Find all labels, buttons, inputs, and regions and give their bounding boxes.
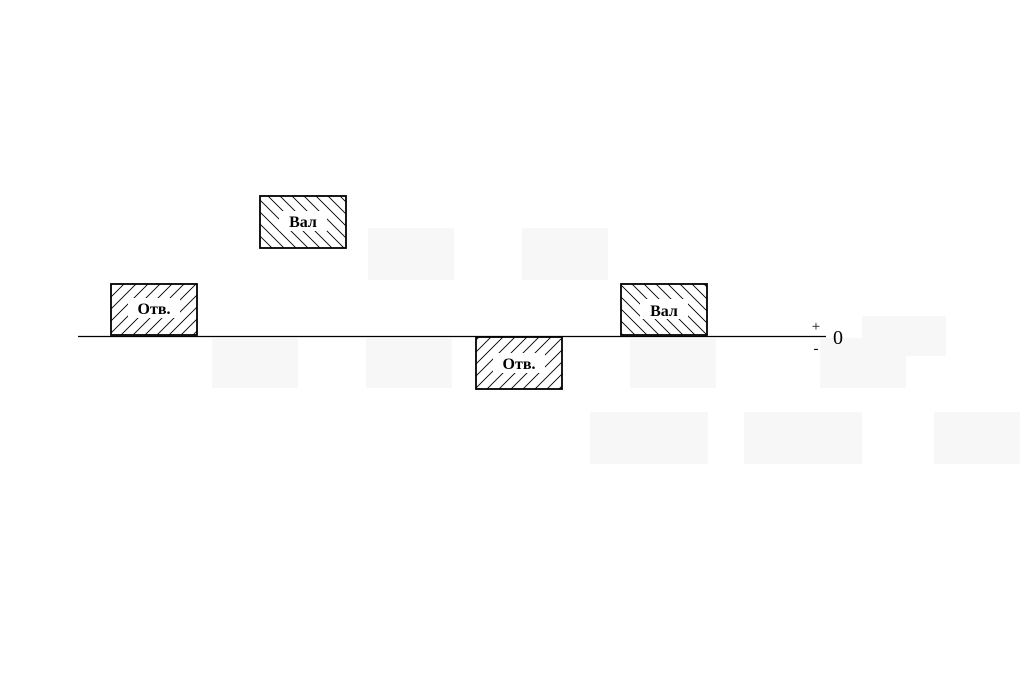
minus-sign: - bbox=[814, 341, 819, 357]
shaft-tolerance-field-2: Вал bbox=[620, 283, 708, 336]
zero-label: 0 bbox=[833, 327, 843, 349]
background-ghost-shapes bbox=[212, 228, 1020, 464]
hole-field-label: Отв. bbox=[138, 301, 171, 318]
shaft-field-label: Вал bbox=[289, 214, 317, 231]
shaft-tolerance-field-1: Вал bbox=[259, 195, 347, 249]
hole-field-label: Отв. bbox=[503, 356, 536, 373]
hole-tolerance-field-2: Отв. bbox=[475, 336, 563, 390]
hole-tolerance-field-1: Отв. bbox=[110, 283, 198, 336]
shaft-field-label: Вал bbox=[650, 303, 678, 320]
plus-sign: + bbox=[812, 319, 820, 335]
